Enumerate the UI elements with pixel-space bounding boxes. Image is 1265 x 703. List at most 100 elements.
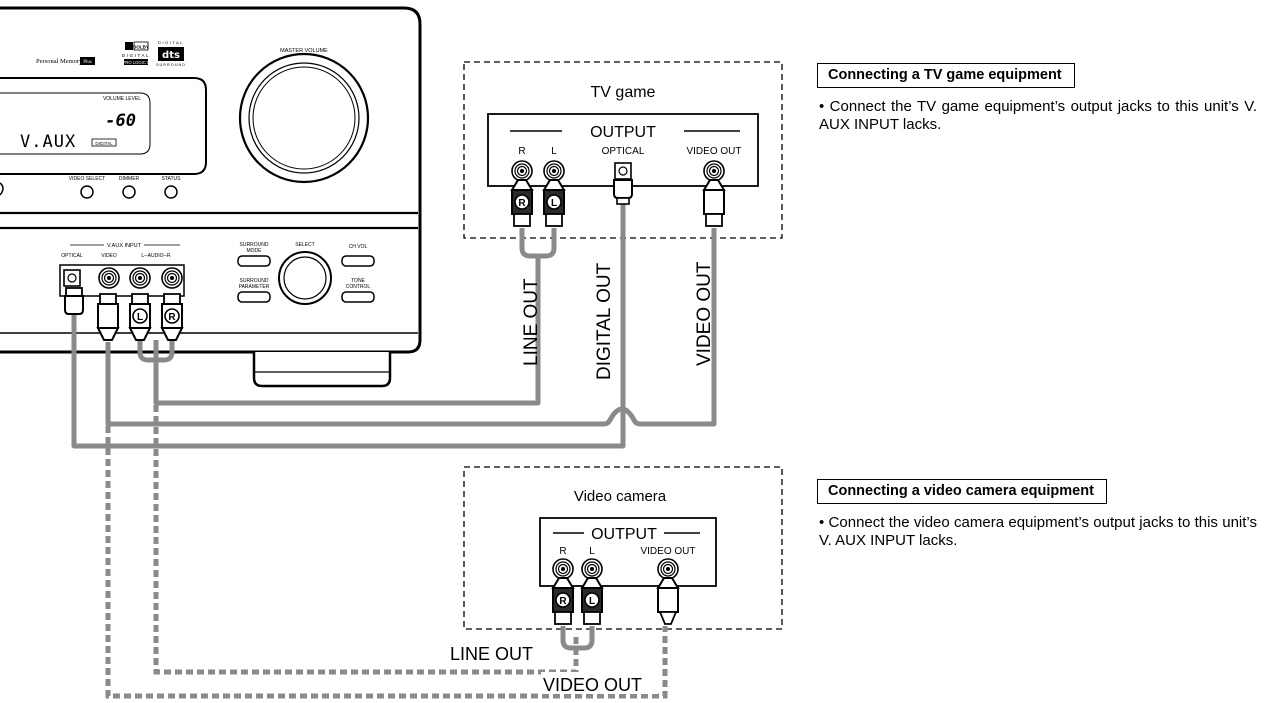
tv-game-r-socket[interactable] <box>511 160 533 182</box>
video-camera-output-label: OUTPUT <box>591 526 657 543</box>
video-camera-title: Video camera <box>574 488 667 505</box>
tv-game-video-plug <box>702 179 726 227</box>
tv-game-box: TV game OUTPUT R L OPTICAL VIDEO OUT <box>463 61 783 239</box>
tv-game-r-plug <box>510 179 534 227</box>
svg-text:OPTICAL: OPTICAL <box>61 253 83 259</box>
dimmer-button[interactable]: DIMMER <box>119 176 140 199</box>
digital-out-cable <box>71 200 626 449</box>
svg-text:VIDEO SELECT: VIDEO SELECT <box>69 176 105 182</box>
master-volume-knob[interactable]: MASTER VOLUME <box>238 48 370 184</box>
personal-memory-logo: Personal Memory Plus <box>36 57 95 65</box>
svg-text:TONE: TONE <box>351 278 365 284</box>
camera-l-plug <box>580 577 604 625</box>
svg-text:R: R <box>168 312 176 323</box>
svg-text:dts: dts <box>162 50 180 61</box>
vaux-audio-r-marker: R <box>164 308 180 324</box>
tv-game-note-title: Connecting a TV game equipment <box>817 63 1075 88</box>
vaux-audio-r-socket[interactable] <box>161 267 183 289</box>
svg-text:DIGITAL: DIGITAL <box>158 40 184 45</box>
svg-text:Personal Memory: Personal Memory <box>36 58 83 65</box>
svg-text:VIDEO OUT: VIDEO OUT <box>640 546 695 557</box>
tv-game-title: TV game <box>591 84 656 101</box>
vaux-video-plug <box>97 293 119 341</box>
line-out-cable <box>519 228 557 259</box>
tv-game-optical-socket[interactable] <box>614 162 632 180</box>
video-out-label: VIDEO OUT <box>694 261 715 366</box>
dts-logo: DIGITAL dts SURROUND <box>156 40 186 67</box>
display-source: V.AUX <box>20 132 76 152</box>
tv-game-note-body: • Connect the TV game equipment’s output… <box>819 98 1257 133</box>
svg-text:MODE: MODE <box>247 248 263 254</box>
tv-game-video-socket[interactable] <box>703 160 725 182</box>
front-display: VOLUME LEVEL -60 V.AUX DIGITAL <box>0 77 207 196</box>
vaux-audio-l-marker: L <box>132 308 148 324</box>
svg-text:PARAMETER: PARAMETER <box>239 284 270 290</box>
svg-text:R: R <box>518 146 525 157</box>
camera-video-out-cable <box>105 426 668 699</box>
svg-text:SURROUND: SURROUND <box>240 278 269 284</box>
svg-text:SURROUND: SURROUND <box>156 63 186 67</box>
vaux-input-label: V.AUX INPUT <box>107 243 142 249</box>
camera-r-marker: R <box>559 596 567 607</box>
video-camera-box: Video camera OUTPUT R L VIDEO OUT <box>463 466 783 630</box>
svg-text:DOLBY: DOLBY <box>133 45 149 50</box>
camera-l-marker: L <box>589 596 595 607</box>
svg-text:CONTROL: CONTROL <box>346 284 371 290</box>
svg-text:OPTICAL: OPTICAL <box>602 146 645 157</box>
svg-text:L: L <box>551 146 557 157</box>
ch-vol-button[interactable]: CH VOL <box>341 244 375 267</box>
svg-text:L: L <box>137 312 143 323</box>
receiver-front-panel: Personal Memory Plus DOLBY DIGITAL PRO L… <box>0 6 422 388</box>
svg-text:SURROUND: SURROUND <box>240 242 269 248</box>
vaux-video-socket[interactable] <box>98 267 120 289</box>
svg-text:CH VOL: CH VOL <box>349 244 368 250</box>
svg-text:VIDEO: VIDEO <box>101 253 117 259</box>
svg-text:MASTER VOLUME: MASTER VOLUME <box>280 48 328 54</box>
svg-text:DIMMER: DIMMER <box>119 176 140 182</box>
dolby-digital-logo: DOLBY DIGITAL PRO LOGIC II <box>122 41 150 65</box>
camera-video-socket[interactable] <box>657 558 679 580</box>
camera-note: Connecting a video camera equipment • Co… <box>817 479 1257 550</box>
surround-mode-button[interactable]: SURROUND MODE <box>237 242 271 267</box>
vaux-optical-plug <box>64 287 84 315</box>
camera-line-out-label: LINE OUT <box>450 644 533 664</box>
tv-game-output-label: OUTPUT <box>590 124 656 141</box>
svg-text:DIGITAL: DIGITAL <box>122 53 150 58</box>
camera-note-body: • Connect the video camera equipment’s o… <box>819 514 1257 549</box>
svg-text:Plus: Plus <box>83 60 92 65</box>
vaux-audio-l-socket[interactable] <box>129 267 151 289</box>
camera-video-plug <box>656 577 680 625</box>
svg-text:R: R <box>559 546 566 557</box>
camera-line-out-cable <box>153 405 579 675</box>
digital-out-label: DIGITAL OUT <box>594 262 615 380</box>
video-camera-cables <box>105 405 668 699</box>
tv-game-optical-plug <box>613 179 633 205</box>
camera-video-out-label: VIDEO OUT <box>543 675 642 695</box>
svg-text:STATUS: STATUS <box>162 176 182 182</box>
tv-game-l-socket[interactable] <box>543 160 565 182</box>
status-button[interactable]: STATUS <box>162 176 182 199</box>
tv-game-note: Connecting a TV game equipment • Connect… <box>817 63 1257 134</box>
camera-l-socket[interactable] <box>581 558 603 580</box>
svg-text:PRO LOGIC II: PRO LOGIC II <box>123 60 150 65</box>
tv-game-r-marker: R <box>518 198 526 209</box>
tv-game-l-plug <box>542 179 566 227</box>
surround-parameter-button[interactable]: SURROUND PARAMETER <box>237 278 271 303</box>
line-out-label: LINE OUT <box>521 278 542 366</box>
volume-level-label: VOLUME LEVEL <box>103 96 141 102</box>
camera-r-plug <box>551 577 575 625</box>
camera-note-title: Connecting a video camera equipment <box>817 479 1107 504</box>
svg-text:L: L <box>589 546 595 557</box>
select-knob[interactable]: SELECT <box>278 242 332 305</box>
svg-text:VIDEO OUT: VIDEO OUT <box>686 146 741 157</box>
tv-game-l-marker: L <box>551 198 557 209</box>
tone-control-button[interactable]: TONE CONTROL <box>341 278 375 303</box>
display-volume: -60 <box>105 111 136 131</box>
svg-text:L─AUDIO─R: L─AUDIO─R <box>141 253 171 259</box>
camera-r-socket[interactable] <box>552 558 574 580</box>
vaux-optical-socket[interactable] <box>63 269 81 287</box>
display-badge: DIGITAL <box>95 141 113 146</box>
video-select-button[interactable]: VIDEO SELECT <box>69 176 105 199</box>
svg-text:SELECT: SELECT <box>295 242 314 248</box>
